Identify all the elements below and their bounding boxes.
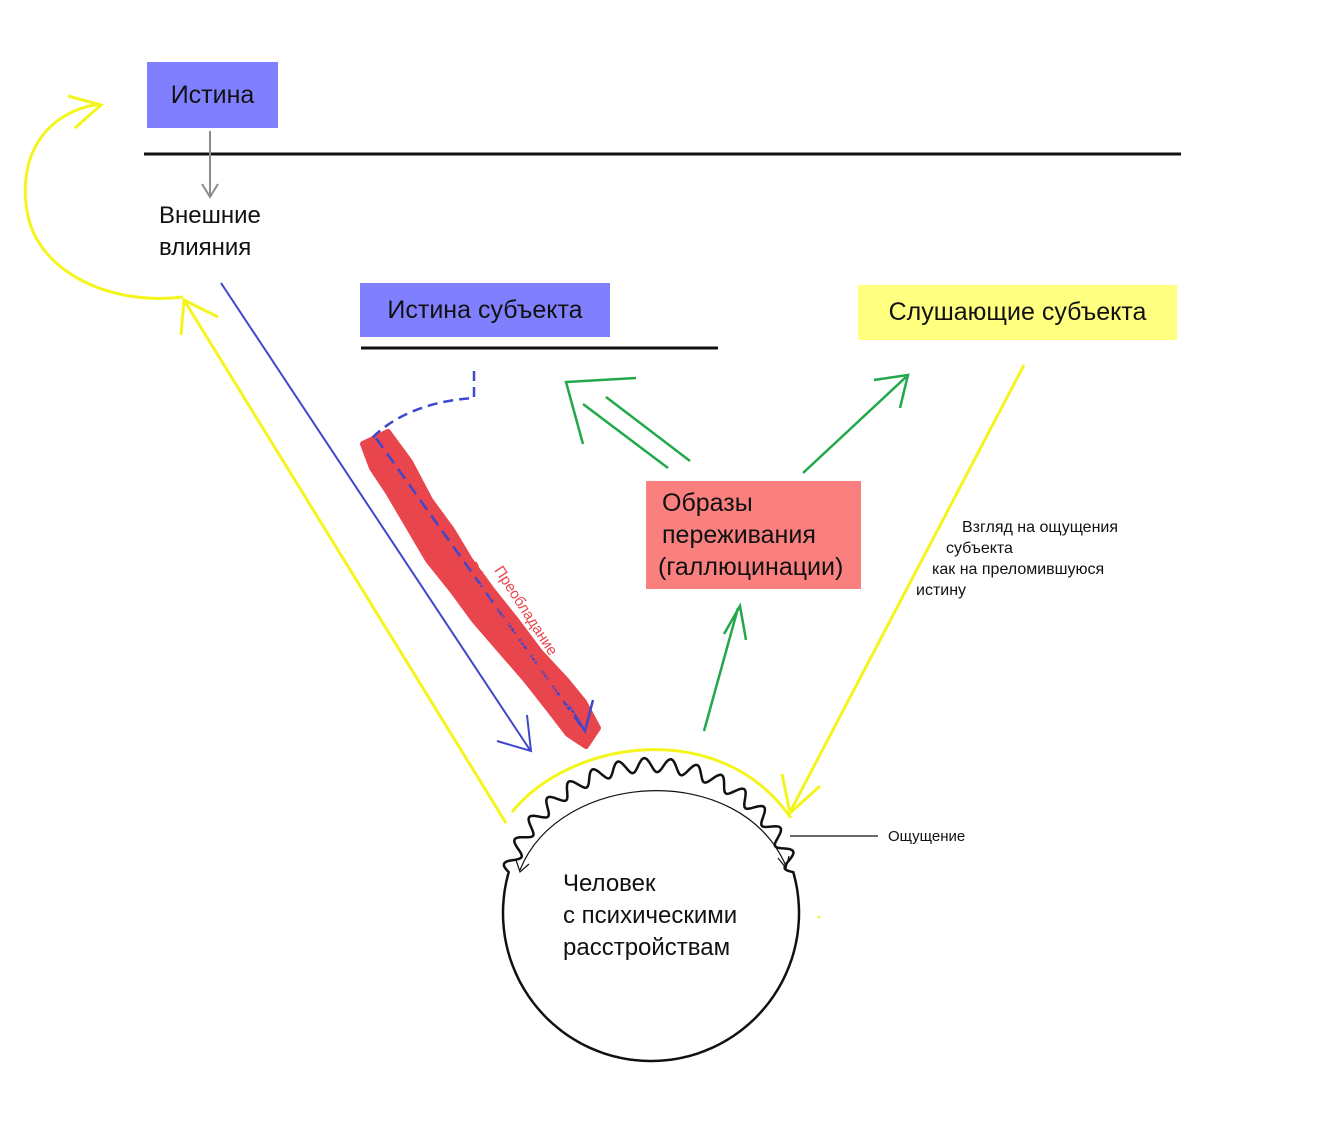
yellow-right-diagonal xyxy=(780,364,1026,816)
gear-circle xyxy=(501,756,801,1063)
experience-line1: Образы xyxy=(662,489,753,517)
view-line4: истину xyxy=(916,582,967,599)
person-line2: с психическими xyxy=(563,902,738,929)
view-line2: субъекта xyxy=(946,540,1013,557)
yellow-loop-arrow xyxy=(23,94,184,300)
green-up-right-arrow xyxy=(802,373,910,474)
experience-box: Образы переживания (галлюцинации) xyxy=(646,481,861,589)
blue-dashed-arrow xyxy=(371,371,595,735)
green-up-arrow xyxy=(702,602,748,732)
truth-of-subject-label: Истина субъекта xyxy=(387,295,583,324)
red-dominance-band xyxy=(360,429,601,749)
person-line1: Человек xyxy=(563,870,656,897)
view-label: Взгляд на ощущения субъекта как на прело… xyxy=(916,517,1118,601)
external-line1: Внешние xyxy=(159,202,261,229)
truth-label: Истина xyxy=(170,80,255,109)
truth-of-subject-box: Истина субъекта xyxy=(360,283,610,337)
yellow-arc xyxy=(510,748,793,819)
external-line2: влияния xyxy=(159,234,252,261)
blue-influence-arrow xyxy=(220,282,533,753)
gray-down-arrow xyxy=(201,131,219,199)
experience-line2: переживания xyxy=(662,521,816,549)
person-line3: расстройствам xyxy=(563,934,731,961)
listeners-label: Слушающие субъекта xyxy=(888,298,1147,326)
inner-circular-arrow xyxy=(515,790,790,874)
experience-line3: (галлюцинации) xyxy=(658,553,844,581)
view-line3: как на преломившуюся xyxy=(932,561,1105,578)
person-label: Человек с психическими расстройствам xyxy=(563,868,737,964)
view-line1: Взгляд на ощущения xyxy=(962,519,1119,536)
listeners-box: Слушающие субъекта xyxy=(858,285,1177,340)
truth-box: Истина xyxy=(147,62,278,128)
sensation-label: Ощущение xyxy=(888,828,966,845)
green-double-arrow xyxy=(564,376,691,469)
external-influences-label: Внешние влияния xyxy=(159,200,261,264)
yellow-left-diagonal xyxy=(179,297,508,824)
